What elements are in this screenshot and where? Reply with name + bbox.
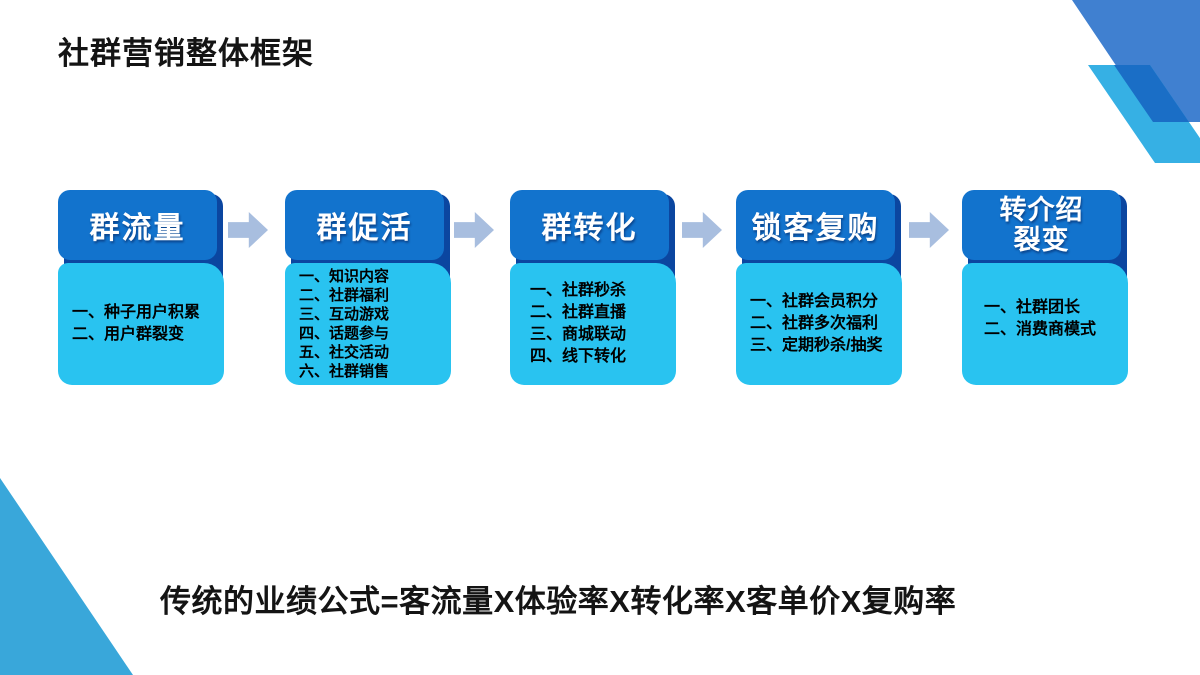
stage-item: 一、社群团长 xyxy=(984,299,1081,316)
stage-header: 群促活 xyxy=(285,190,444,260)
stage-item: 五、社交活动 xyxy=(299,344,390,361)
corner-decoration-bottom-left xyxy=(0,478,133,675)
stage-card-group-activation: 一、知识内容 二、社群福利 三、互动游戏 四、话题参与 五、社交活动 六、社群销… xyxy=(285,190,451,385)
stage-card-group-conversion: 一、社群秒杀 二、社群直播 三、商城联动 四、线下转化 群转化 xyxy=(510,190,676,385)
flow-arrow-icon xyxy=(228,212,268,248)
flow-arrow-icon xyxy=(909,212,949,248)
stage-header: 群流量 xyxy=(58,190,217,260)
stage-item: 一、种子用户积累 xyxy=(72,304,201,321)
stage-body: 一、社群会员积分 二、社群多次福利 三、定期秒杀/抽奖 xyxy=(736,263,902,385)
stage-item: 一、社群秒杀 xyxy=(530,282,627,299)
stage-header: 转介绍 裂变 xyxy=(962,190,1121,260)
stage-card-group-traffic: 一、种子用户积累 二、用户群裂变 群流量 xyxy=(58,190,224,385)
stage-item: 二、社群直播 xyxy=(530,304,627,321)
stage-header: 锁客复购 xyxy=(736,190,895,260)
stage-header-line: 裂变 xyxy=(1013,225,1070,255)
deco-triangle xyxy=(0,478,133,675)
stage-item: 一、知识内容 xyxy=(299,268,390,285)
flow-arrow-icon xyxy=(682,212,722,248)
corner-decoration-top-right xyxy=(1072,0,1200,163)
stage-item: 四、线下转化 xyxy=(530,348,627,365)
flow-arrow-icon xyxy=(454,212,494,248)
stage-item: 二、消费商模式 xyxy=(984,321,1097,338)
stage-card-customer-retention: 一、社群会员积分 二、社群多次福利 三、定期秒杀/抽奖 锁客复购 xyxy=(736,190,902,385)
stage-body: 一、社群秒杀 二、社群直播 三、商城联动 四、线下转化 xyxy=(510,263,676,385)
stage-item: 一、社群会员积分 xyxy=(750,293,879,310)
stage-body: 一、种子用户积累 二、用户群裂变 xyxy=(58,263,224,385)
stage-item: 二、社群多次福利 xyxy=(750,315,879,332)
stage-item: 六、社群销售 xyxy=(299,363,390,380)
stage-header-line: 转介绍 xyxy=(999,194,1084,225)
stage-item: 三、互动游戏 xyxy=(299,306,390,323)
stage-item: 三、定期秒杀/抽奖 xyxy=(750,337,883,354)
deco-parallelogram-light xyxy=(1088,65,1200,163)
stage-card-referral-fission: 一、社群团长 二、消费商模式 转介绍 裂变 xyxy=(962,190,1128,385)
stage-header: 群转化 xyxy=(510,190,669,260)
stage-item: 四、话题参与 xyxy=(299,325,390,342)
stage-item: 二、用户群裂变 xyxy=(72,326,185,343)
formula-text: 传统的业绩公式=客流量X体验率X转化率X客单价X复购率 xyxy=(160,584,957,619)
stage-item: 二、社群福利 xyxy=(299,287,390,304)
stage-body: 一、社群团长 二、消费商模式 xyxy=(962,263,1128,385)
stage-item: 三、商城联动 xyxy=(530,326,627,343)
stage-body: 一、知识内容 二、社群福利 三、互动游戏 四、话题参与 五、社交活动 六、社群销… xyxy=(285,263,451,385)
deco-parallelogram-overlap xyxy=(1114,65,1189,122)
page-title: 社群营销整体框架 xyxy=(58,36,314,71)
